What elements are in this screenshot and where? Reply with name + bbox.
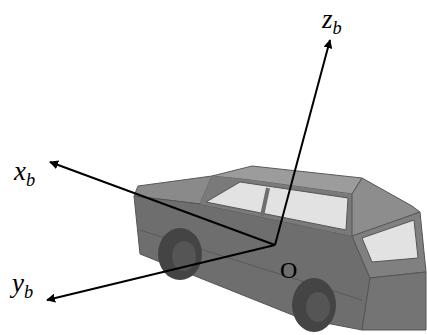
axis-label: yb <box>12 270 33 297</box>
x-axis <box>50 162 275 245</box>
car <box>134 166 426 332</box>
axes <box>47 40 330 300</box>
z-axis <box>275 40 330 245</box>
axis-label: xb <box>14 158 35 185</box>
origin-label: O <box>280 258 297 282</box>
axis-label: zb <box>322 6 342 33</box>
y-axis <box>47 245 275 300</box>
